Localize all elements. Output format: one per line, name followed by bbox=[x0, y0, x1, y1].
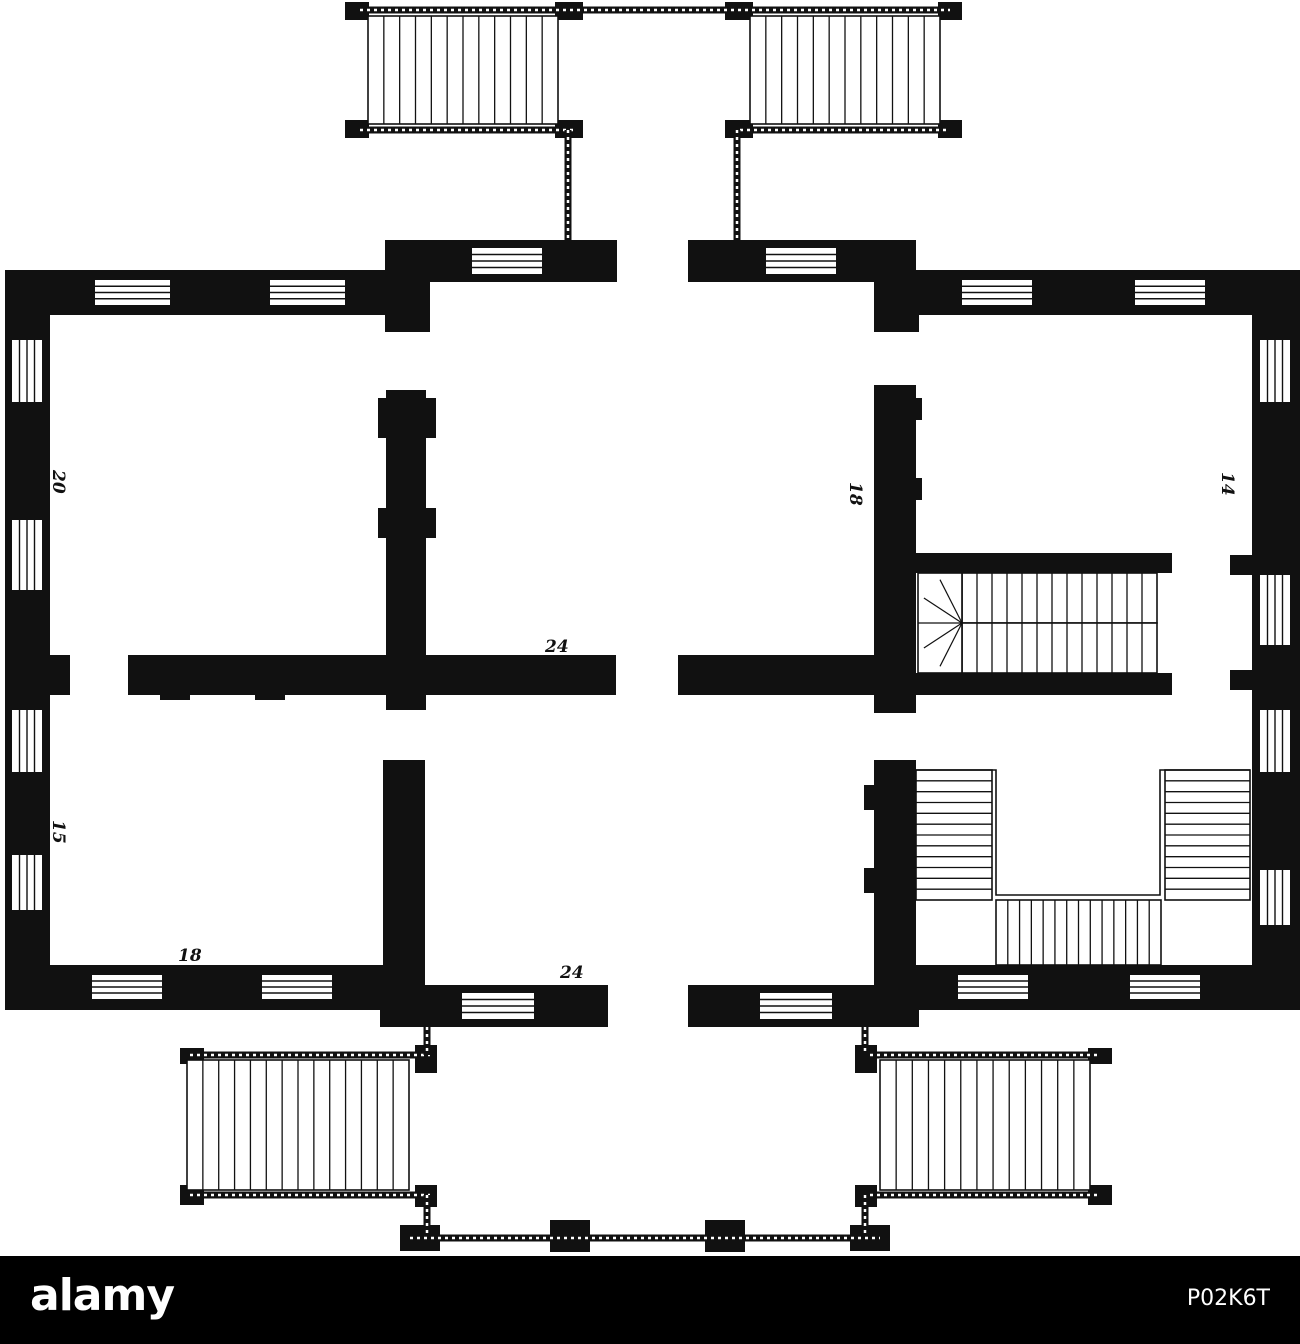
floor-plan-figure: 20 15 18 24 24 18 14 bbox=[5, 2, 1300, 1252]
wall-block bbox=[378, 508, 436, 538]
wall-block bbox=[160, 690, 190, 700]
label-right-inner: 18 bbox=[845, 482, 865, 506]
walls bbox=[5, 2, 1300, 1252]
stair-flight bbox=[961, 622, 1158, 674]
label-bottom-left: 18 bbox=[178, 946, 202, 966]
wall-block bbox=[874, 965, 919, 1027]
wall-block bbox=[255, 690, 285, 700]
stair-tread bbox=[923, 622, 963, 649]
wall-block bbox=[380, 965, 425, 1027]
label-right-outer: 14 bbox=[1217, 472, 1237, 496]
stair-tread bbox=[939, 579, 963, 624]
stair-tread bbox=[923, 597, 963, 624]
wall-block bbox=[378, 398, 436, 438]
label-center-upper: 24 bbox=[544, 637, 569, 657]
wall-block bbox=[5, 655, 70, 695]
floor-plan-drawing: 20 15 18 24 24 18 14 bbox=[5, 2, 1300, 1252]
wall-block bbox=[864, 785, 879, 810]
label-left-upper: 20 bbox=[48, 469, 68, 494]
wall-block bbox=[874, 760, 916, 975]
alamy-logo: alamy bbox=[30, 1270, 175, 1321]
wall-block bbox=[916, 553, 1172, 573]
stair-flight bbox=[961, 572, 1158, 624]
wall-block bbox=[383, 760, 425, 975]
wall-block bbox=[1230, 670, 1300, 690]
wall-block bbox=[385, 282, 430, 332]
wall-block bbox=[128, 655, 616, 695]
wall-block bbox=[916, 673, 1172, 695]
stair-tread bbox=[939, 622, 963, 667]
wall-block bbox=[874, 282, 919, 332]
stair-flight bbox=[879, 1059, 1091, 1191]
railings bbox=[190, 6, 1100, 1242]
wall-block bbox=[1230, 555, 1300, 575]
watermark-bar: alamy P02K6T bbox=[0, 1256, 1300, 1344]
wall-block bbox=[678, 655, 916, 695]
stair-outline bbox=[916, 769, 1250, 896]
wall-block bbox=[906, 398, 922, 420]
stairs bbox=[186, 15, 1251, 1191]
label-center-lower: 24 bbox=[559, 963, 584, 983]
wall-block bbox=[864, 868, 879, 893]
windows bbox=[12, 248, 1290, 1019]
image-id: P02K6T bbox=[1186, 1286, 1270, 1311]
dimension-labels: 20 15 18 24 24 18 14 bbox=[48, 469, 1237, 983]
wall-block bbox=[906, 478, 922, 500]
label-left-lower: 15 bbox=[48, 820, 68, 844]
